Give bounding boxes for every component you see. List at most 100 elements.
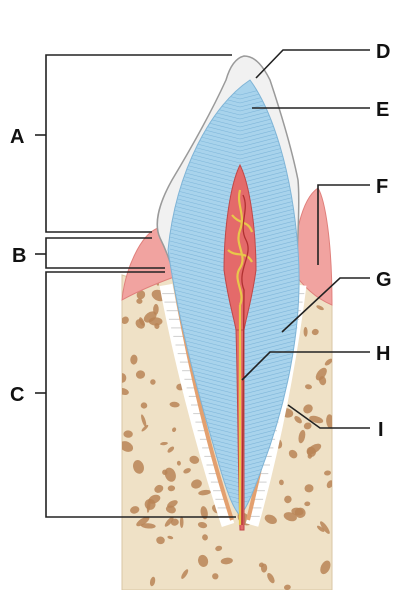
pulp-vessels bbox=[241, 194, 249, 526]
bone-pore bbox=[264, 514, 277, 525]
bone-pore bbox=[122, 441, 134, 452]
bracket-c bbox=[45, 271, 236, 518]
bone-pore bbox=[140, 402, 148, 409]
bone-pore bbox=[176, 460, 181, 466]
bone-pore bbox=[179, 516, 184, 529]
dentin-tubule bbox=[169, 296, 241, 316]
bone-pore bbox=[154, 484, 164, 493]
dentin-tubule bbox=[239, 288, 300, 308]
bone-pore bbox=[148, 317, 163, 326]
dentin-tubule bbox=[169, 292, 241, 312]
bone-pore bbox=[316, 305, 324, 311]
bone-pore bbox=[136, 290, 146, 300]
bone-pore bbox=[260, 563, 268, 573]
bone-pore bbox=[305, 384, 312, 390]
leader-h bbox=[241, 351, 370, 381]
bone-pore bbox=[316, 525, 325, 532]
bone-pore bbox=[324, 470, 331, 476]
label-b: B bbox=[12, 245, 26, 267]
dentin-tubule bbox=[239, 300, 300, 320]
bracket-a bbox=[45, 54, 232, 233]
bone-pore bbox=[130, 354, 138, 365]
bone-pore bbox=[200, 506, 208, 520]
bone-pore bbox=[140, 523, 156, 529]
bone-pore bbox=[149, 576, 156, 587]
label-i: I bbox=[378, 419, 384, 441]
bone-pore bbox=[167, 535, 174, 540]
bone-pore bbox=[160, 441, 168, 446]
bone-pore bbox=[130, 506, 140, 514]
bone-pore bbox=[123, 430, 133, 438]
bone-pore bbox=[156, 536, 165, 545]
dentin-tubule bbox=[169, 308, 241, 328]
dentin-tubule bbox=[169, 184, 241, 204]
label-a: A bbox=[10, 126, 24, 148]
label-f: F bbox=[376, 176, 388, 198]
bone-pore bbox=[303, 422, 312, 430]
bone-pore bbox=[298, 429, 306, 444]
bone-pore bbox=[141, 424, 149, 432]
dentin-tubule bbox=[239, 292, 300, 312]
bone-pore bbox=[167, 446, 175, 453]
dentin-tubule bbox=[169, 316, 241, 336]
dentin-tubule bbox=[169, 312, 241, 332]
bone-pore bbox=[291, 507, 304, 516]
bone-pore bbox=[191, 479, 202, 489]
bone-pore bbox=[283, 512, 297, 522]
bone-pore bbox=[288, 449, 298, 459]
bone-pore bbox=[198, 489, 211, 496]
label-d: D bbox=[376, 41, 390, 63]
bone-pore bbox=[122, 387, 129, 396]
bone-pore bbox=[215, 545, 223, 552]
bone-pore bbox=[284, 495, 292, 504]
bone-pore bbox=[304, 484, 314, 493]
dentin-tubule bbox=[169, 304, 241, 324]
bone-pore bbox=[278, 479, 284, 486]
label-h: H bbox=[376, 343, 390, 365]
bone-pore bbox=[303, 404, 313, 414]
bone-pore bbox=[202, 534, 208, 541]
bracket-b bbox=[45, 237, 165, 269]
bone-pore bbox=[267, 572, 275, 584]
bone-pore bbox=[169, 401, 180, 408]
label-e: E bbox=[376, 99, 389, 121]
bone-pore bbox=[284, 584, 291, 590]
dentin-tubule bbox=[169, 188, 241, 208]
bone-pore bbox=[220, 557, 233, 565]
bone-pore bbox=[172, 427, 177, 433]
label-g: G bbox=[376, 269, 392, 291]
bone-pore bbox=[309, 415, 324, 424]
bone-pore bbox=[167, 500, 178, 508]
bone-pore bbox=[141, 414, 147, 427]
bone-pore bbox=[198, 554, 209, 567]
bone-pore bbox=[212, 573, 219, 580]
bone-pore bbox=[136, 516, 150, 527]
bone-pore bbox=[122, 316, 129, 325]
leader-g bbox=[281, 277, 370, 333]
bone-pore bbox=[139, 317, 145, 326]
dentin-tubule bbox=[239, 284, 300, 304]
bone-pore bbox=[189, 455, 200, 464]
bone-pore bbox=[326, 414, 332, 429]
bone-pore bbox=[150, 379, 156, 385]
leader-d bbox=[255, 49, 370, 79]
dentin-tubule bbox=[169, 180, 241, 200]
leader-i bbox=[287, 404, 370, 429]
dentin-tubule bbox=[239, 296, 300, 316]
bone-pore bbox=[304, 501, 311, 507]
leader-f bbox=[317, 184, 370, 265]
bone-pore bbox=[162, 469, 168, 475]
bone-pore bbox=[164, 516, 174, 527]
bone-pore bbox=[144, 498, 156, 510]
bone-pore bbox=[303, 326, 308, 337]
bone-pore bbox=[320, 560, 331, 575]
dentin-tubule bbox=[169, 300, 241, 320]
leader-lines bbox=[35, 49, 370, 518]
bone-pore bbox=[294, 416, 302, 424]
bone-pore bbox=[122, 373, 127, 383]
bone-pore bbox=[136, 298, 143, 304]
dentin-tubule bbox=[169, 288, 241, 308]
bone-pore bbox=[135, 370, 146, 379]
bone-pore bbox=[167, 485, 176, 492]
